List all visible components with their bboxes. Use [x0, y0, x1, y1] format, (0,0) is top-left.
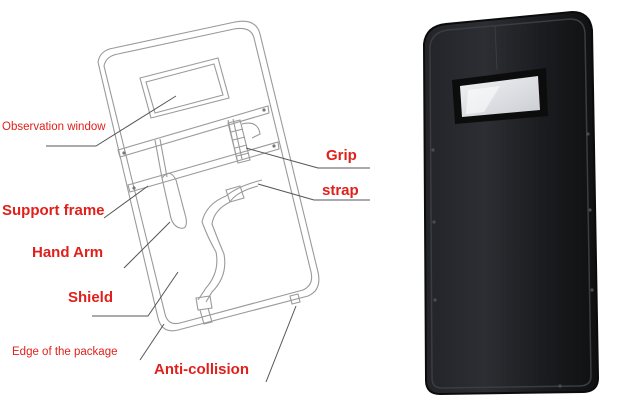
leader-edge-package	[139, 323, 165, 361]
shield-photo-seam	[494, 25, 498, 71]
shield-photo-panel	[422, 10, 600, 396]
grip-clip	[241, 122, 261, 139]
shield-photo	[422, 10, 600, 396]
rail-bolt	[262, 108, 266, 112]
label-observation-window: Observation window	[2, 121, 106, 133]
leader-grip	[245, 147, 370, 169]
rivet	[432, 220, 436, 224]
label-hand-arm: Hand Arm	[32, 244, 103, 261]
leader-shield	[92, 271, 179, 317]
shield-photo-edge-trim	[429, 18, 592, 389]
leader-lines	[46, 95, 370, 383]
strap-band-outer	[197, 179, 263, 301]
rivet	[588, 208, 592, 212]
leader-support-frame	[103, 185, 149, 219]
label-strap: strap	[322, 182, 359, 199]
grip-ribs	[230, 128, 250, 157]
label-anti-collision: Anti-collision	[154, 361, 249, 378]
labels: Observation window Support frame Hand Ar…	[2, 121, 359, 378]
strap-band-inner	[205, 185, 259, 303]
observation-window-frame	[139, 57, 230, 119]
rivet	[586, 132, 590, 136]
label-grip: Grip	[326, 147, 357, 164]
shield-photo-window-glare	[466, 86, 500, 114]
strap-buckle	[225, 185, 245, 203]
leader-observation-window	[46, 95, 177, 147]
label-support-frame: Support frame	[2, 202, 105, 219]
leader-anti-collision	[265, 305, 297, 383]
label-shield: Shield	[68, 289, 113, 306]
support-rail-bottom	[127, 141, 280, 193]
shield-line-drawing	[97, 20, 320, 332]
strap-bottom-buckle	[195, 295, 213, 325]
support-rail-top	[117, 105, 270, 158]
rivet	[431, 148, 435, 152]
rail-bolt	[122, 151, 126, 155]
leader-strap	[257, 183, 370, 201]
hand-arm-pad	[161, 172, 187, 229]
rivet	[558, 384, 562, 388]
grip-handle	[227, 119, 251, 164]
leader-hand-arm	[123, 221, 171, 269]
anti-collision-block	[289, 293, 301, 305]
rivet	[590, 288, 594, 292]
package-edge-outline	[103, 27, 313, 325]
support-frame-vertical-left	[154, 138, 168, 179]
rail-bolt	[132, 186, 136, 190]
observation-window-inner	[145, 63, 224, 114]
label-edge-of-package: Edge of the package	[12, 346, 118, 358]
rivet	[433, 298, 437, 302]
rail-bolt	[272, 144, 276, 148]
shield-outline	[97, 20, 320, 332]
